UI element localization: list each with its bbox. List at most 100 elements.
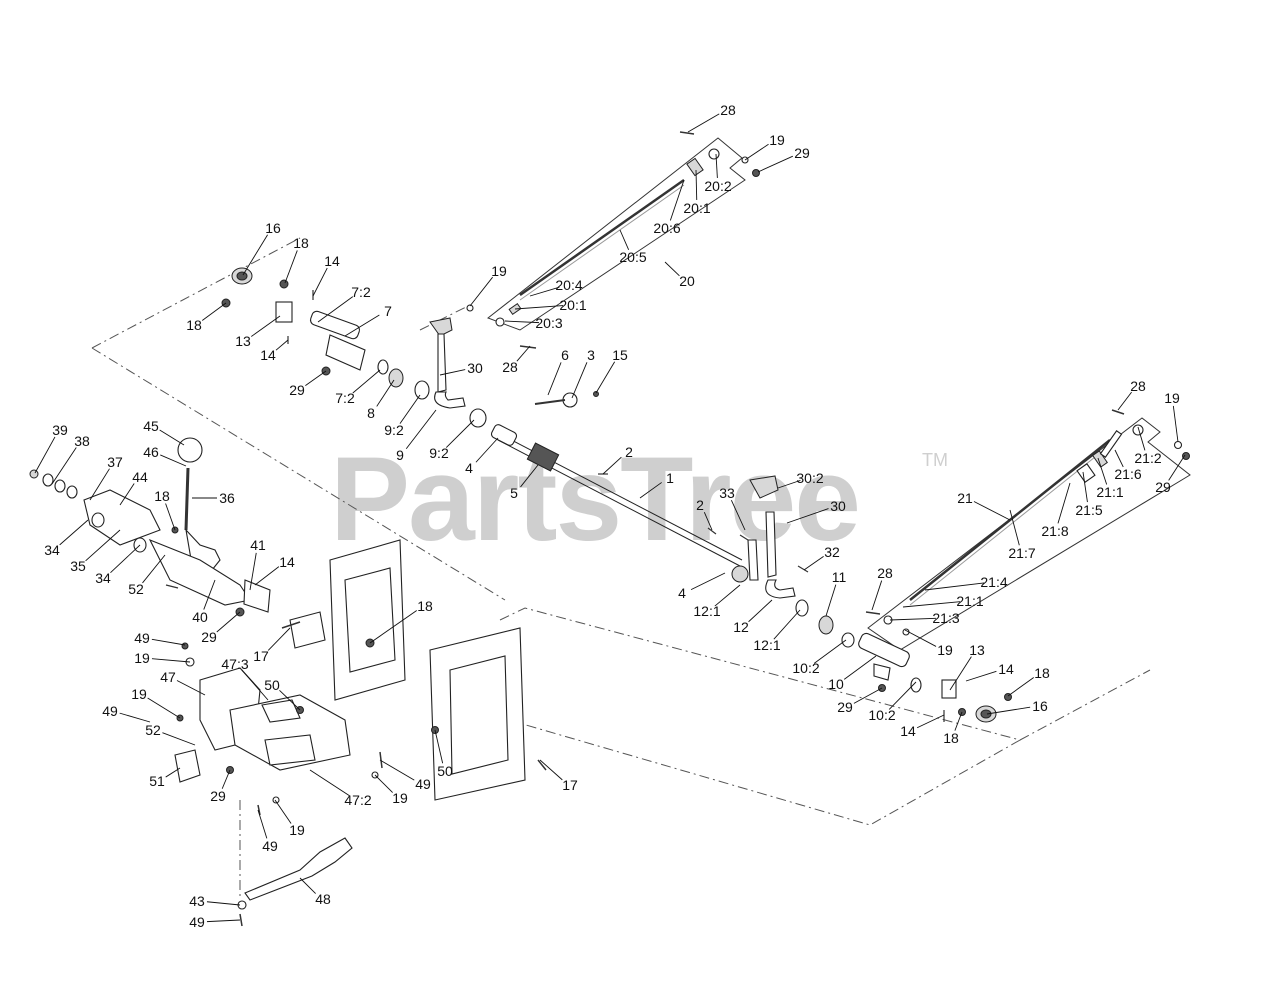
callout-leader (279, 690, 301, 711)
callout-leader (379, 759, 415, 781)
part-callout-label: 29 (1155, 479, 1171, 495)
part-callout-label: 28 (877, 565, 893, 581)
callout-leader (1172, 405, 1179, 443)
callout-leader (221, 769, 231, 789)
part-callout-label: 12:1 (693, 603, 720, 619)
part-callout-label: 20:3 (535, 315, 562, 331)
callout-leader (669, 179, 685, 221)
callout-leader (309, 769, 350, 797)
part-callout-label: 28 (720, 102, 736, 118)
part-callout-label: 14 (260, 347, 276, 363)
callout-leader (299, 877, 316, 894)
part-callout-label: 21:1 (1096, 484, 1123, 500)
part-callout-label: 39 (52, 422, 68, 438)
callout-leader (504, 320, 540, 324)
callout-leader (639, 482, 662, 499)
callout-leader (949, 656, 972, 691)
part-callout-label: 20 (679, 273, 695, 289)
callout-leader (786, 508, 829, 524)
part-callout-label: 9:2 (429, 445, 449, 461)
callout-leader (284, 250, 298, 284)
part-callout-label: 3 (587, 347, 595, 363)
part-callout-label: 29 (837, 699, 853, 715)
callout-leader (165, 767, 181, 778)
upper-linkage-rod (466, 131, 760, 349)
callout-leader (602, 456, 622, 475)
part-callout-label: 20:5 (619, 249, 646, 265)
right-linkage-rod (865, 409, 1190, 636)
callout-leader (529, 286, 560, 297)
callout-leader (469, 276, 493, 307)
callout-leader (434, 729, 444, 764)
callout-leader (110, 544, 141, 574)
callout-leader (871, 580, 883, 611)
part-callout-label: 49 (102, 703, 118, 719)
callout-leader (203, 579, 216, 610)
part-callout-label: 49 (134, 630, 150, 646)
callout-leader (619, 229, 630, 250)
callout-leader (162, 732, 196, 746)
part-callout-label: 29 (201, 629, 217, 645)
part-callout-label: 51 (149, 773, 165, 789)
callout-leader (1137, 426, 1146, 451)
part-callout-label: 16 (265, 220, 281, 236)
callout-leader (201, 302, 227, 321)
part-callout-label: 49 (262, 838, 278, 854)
part-callout-label: 8 (367, 405, 375, 421)
callout-leader (916, 714, 945, 729)
part-callout-label: 10:2 (868, 707, 895, 723)
callout-leader (374, 774, 393, 793)
callout-leader (1114, 449, 1124, 468)
part-callout-label: 6 (561, 347, 569, 363)
part-callout-label: 19 (392, 790, 408, 806)
part-callout-label: 2 (625, 444, 633, 460)
part-callout-label: 21:4 (980, 574, 1007, 590)
callout-leader (405, 409, 437, 450)
callout-leader (664, 261, 680, 277)
callout-leader (147, 697, 181, 719)
callout-leader (902, 601, 961, 608)
part-callout-label: 29 (794, 145, 810, 161)
callout-leader (516, 345, 531, 362)
part-callout-label: 2 (696, 497, 704, 513)
callout-labels: 28192920:220:120:620:52020:420:120:32819… (34, 102, 1186, 930)
linkage-kit-box-20 (486, 137, 746, 331)
part-callout-label: 37 (107, 454, 123, 470)
upper-pivot-assembly (221, 267, 404, 388)
part-callout-label: 18 (1034, 665, 1050, 681)
part-callout-label: 13 (235, 333, 251, 349)
part-callout-label: 43 (189, 893, 205, 909)
part-callout-label: 19 (769, 132, 785, 148)
part-callout-label: 21:8 (1041, 523, 1068, 539)
partstree-watermark: PartsTree (330, 432, 859, 566)
part-callout-label: 18 (293, 235, 309, 251)
part-callout-label: 12 (733, 619, 749, 635)
part-callout-label: 49 (189, 914, 205, 930)
callout-leader (352, 369, 381, 394)
part-callout-label: 21:3 (932, 610, 959, 626)
callout-leader (254, 566, 280, 586)
part-callout-label: 1 (666, 470, 674, 486)
callout-leader (206, 901, 241, 906)
part-callout-label: 30:2 (796, 470, 823, 486)
callout-leader (695, 169, 698, 201)
part-callout-label: 21:2 (1134, 450, 1161, 466)
callout-leader (777, 479, 801, 489)
callout-leader (889, 617, 937, 621)
callout-leader (773, 609, 801, 640)
part-callout-label: 19 (134, 650, 150, 666)
callout-leader (151, 638, 186, 646)
part-callout-label: 13 (969, 642, 985, 658)
callout-leader (715, 153, 718, 179)
callout-leader (305, 370, 327, 386)
callout-leader (241, 669, 269, 701)
part-callout-label: 4 (465, 460, 473, 476)
callout-leader (687, 113, 720, 133)
part-callout-label: 20:1 (559, 297, 586, 313)
part-callout-label: 34 (95, 570, 111, 586)
part-callout-label: 19 (1164, 390, 1180, 406)
callout-leader (439, 369, 466, 376)
part-callout-label: 30 (830, 498, 846, 514)
callout-leader (151, 658, 191, 663)
